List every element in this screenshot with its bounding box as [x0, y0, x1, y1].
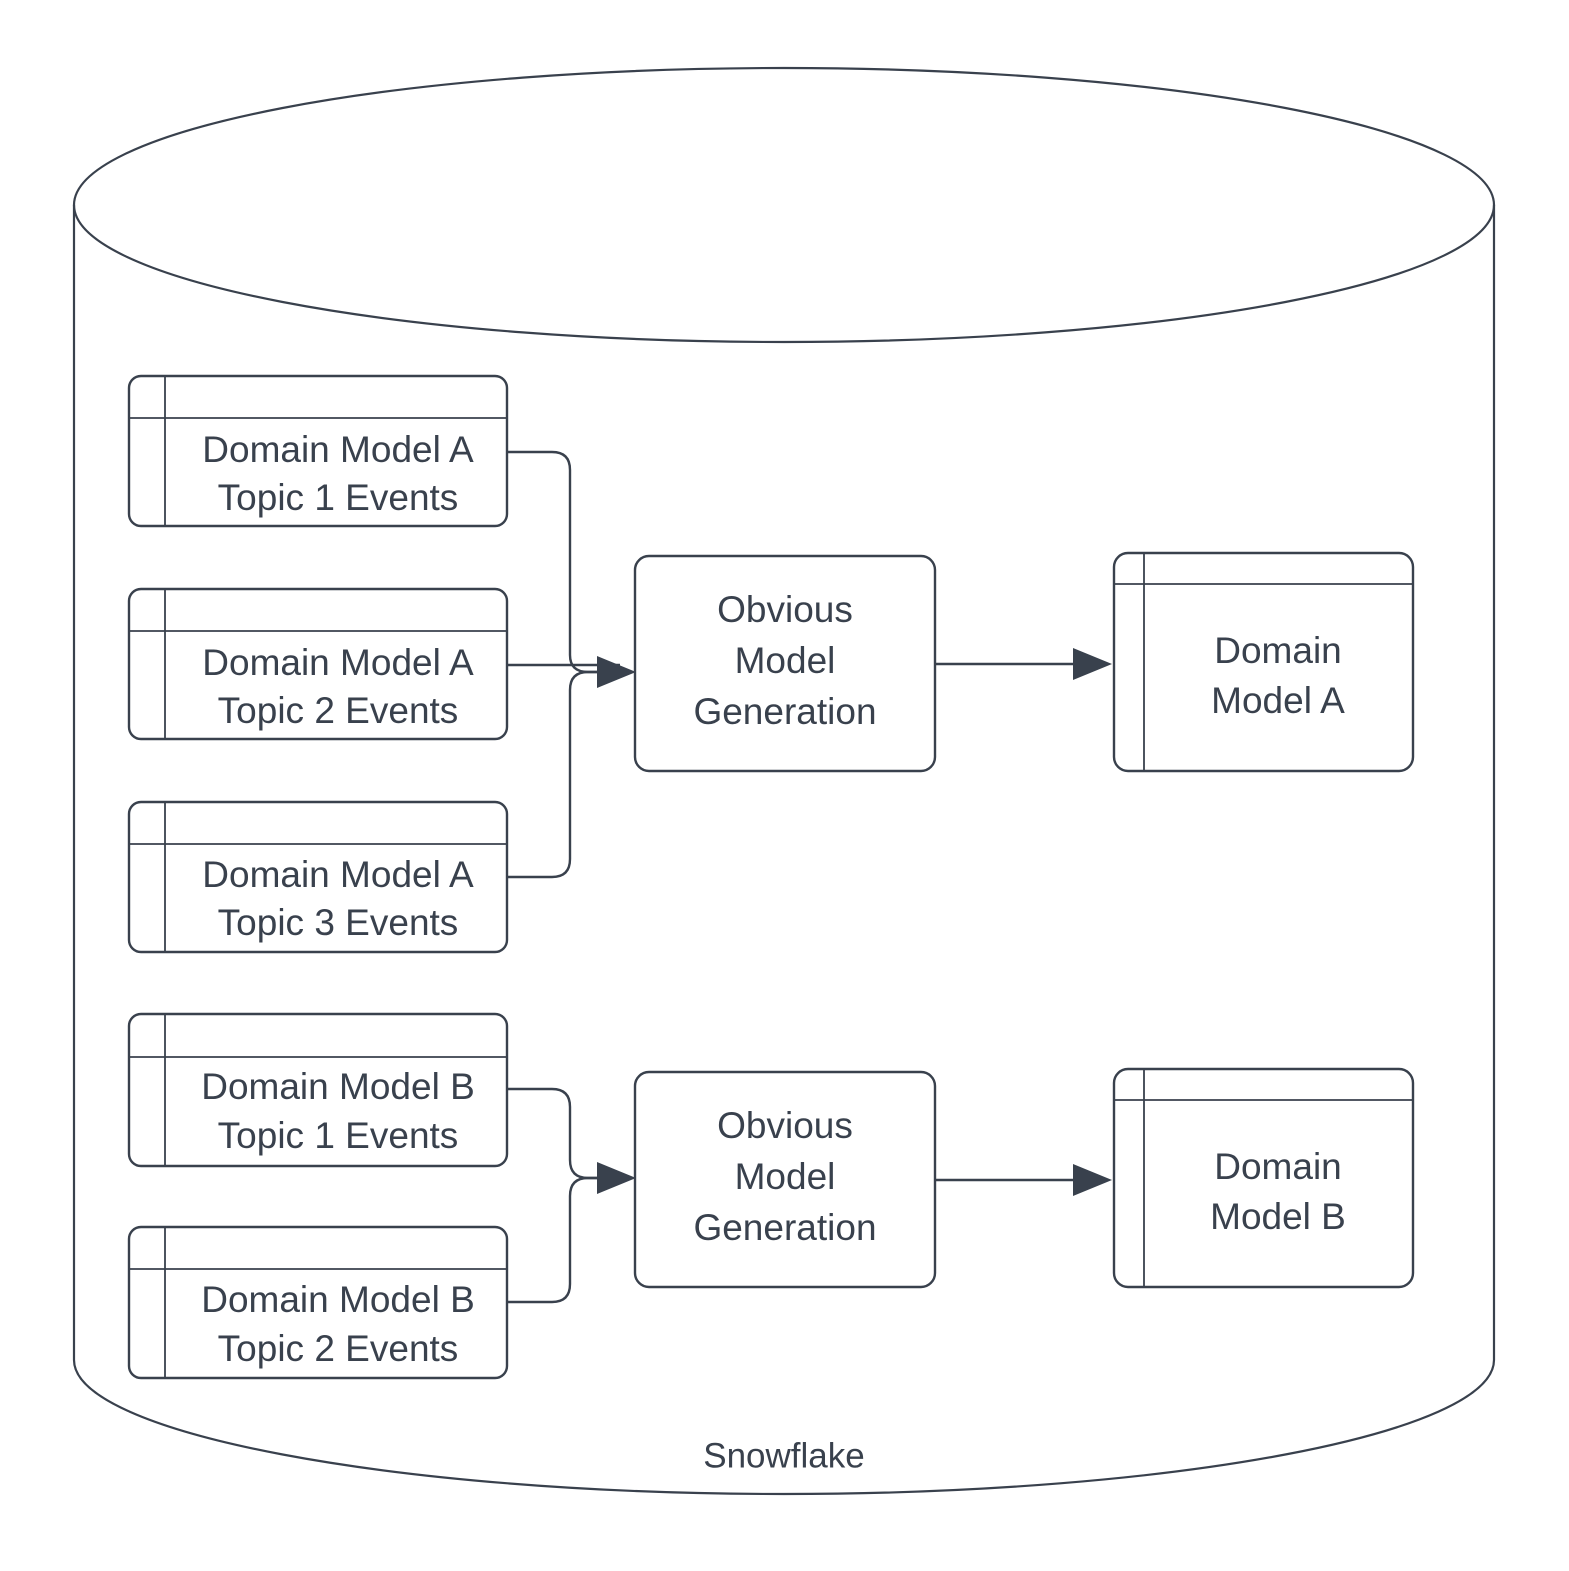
- table-domain-model-b-topic-1[interactable]: Domain Model B Topic 1 Events: [127, 1012, 509, 1168]
- table-domain-model-a-topic-2[interactable]: Domain Model A Topic 2 Events: [127, 587, 509, 741]
- connector-process-b-to-output-b: [935, 1164, 1112, 1196]
- connector-a3: [507, 670, 620, 879]
- cylinder-body: [72, 203, 1496, 1496]
- table-label-line1: Domain Model B: [201, 1066, 475, 1107]
- arrow-head-to-output-b: [1073, 1164, 1112, 1196]
- process-obvious-model-generation-a[interactable]: Obvious Model Generation: [633, 554, 937, 773]
- process-label-line3: Generation: [693, 691, 876, 732]
- output-label-line1: Domain: [1214, 630, 1342, 671]
- table-label-line2: Topic 1 Events: [218, 477, 459, 518]
- table-label-line2: Topic 2 Events: [218, 1328, 459, 1369]
- output-label-line1: Domain: [1214, 1146, 1342, 1187]
- table-domain-model-a-topic-3[interactable]: Domain Model A Topic 3 Events: [127, 800, 509, 954]
- process-label-line3: Generation: [693, 1207, 876, 1248]
- snowflake-cylinder: [72, 66, 1496, 1496]
- table-label-line1: Domain Model A: [202, 642, 474, 683]
- output-label-line2: Model B: [1210, 1196, 1346, 1237]
- process-label-line1: Obvious: [717, 589, 853, 630]
- arrow-head-to-process-b: [597, 1162, 636, 1194]
- table-domain-model-a-topic-1[interactable]: Domain Model A Topic 1 Events: [127, 374, 509, 528]
- table-body: [1112, 1067, 1415, 1289]
- output-domain-model-b[interactable]: Domain Model B: [1112, 1067, 1415, 1289]
- process-label-line2: Model: [735, 1156, 836, 1197]
- process-obvious-model-generation-b[interactable]: Obvious Model Generation: [633, 1070, 937, 1289]
- table-domain-model-b-topic-2[interactable]: Domain Model B Topic 2 Events: [127, 1225, 509, 1380]
- connector-process-a-to-output-a: [935, 648, 1112, 680]
- arrow-head-to-process-a: [597, 656, 636, 688]
- arrow-head-to-output-a: [1073, 648, 1112, 680]
- process-label-line1: Obvious: [717, 1105, 853, 1146]
- table-label-line1: Domain Model A: [202, 429, 474, 470]
- table-label-line2: Topic 2 Events: [218, 690, 459, 731]
- table-label-line1: Domain Model B: [201, 1279, 475, 1320]
- connector-b2: [507, 1176, 620, 1304]
- table-label-line2: Topic 3 Events: [218, 902, 459, 943]
- snowflake-container-label: Snowflake: [703, 1436, 864, 1475]
- table-body: [1112, 551, 1415, 773]
- output-label-line2: Model A: [1211, 680, 1345, 721]
- table-label-line1: Domain Model A: [202, 854, 474, 895]
- connector-a1: [507, 450, 620, 674]
- output-domain-model-a[interactable]: Domain Model A: [1112, 551, 1415, 773]
- connector-group-b: [507, 1087, 636, 1304]
- connector-group-a: [507, 450, 636, 879]
- process-label-line2: Model: [735, 640, 836, 681]
- cylinder-top-ellipse: [72, 66, 1496, 344]
- connector-b1: [507, 1087, 620, 1180]
- table-label-line2: Topic 1 Events: [218, 1115, 459, 1156]
